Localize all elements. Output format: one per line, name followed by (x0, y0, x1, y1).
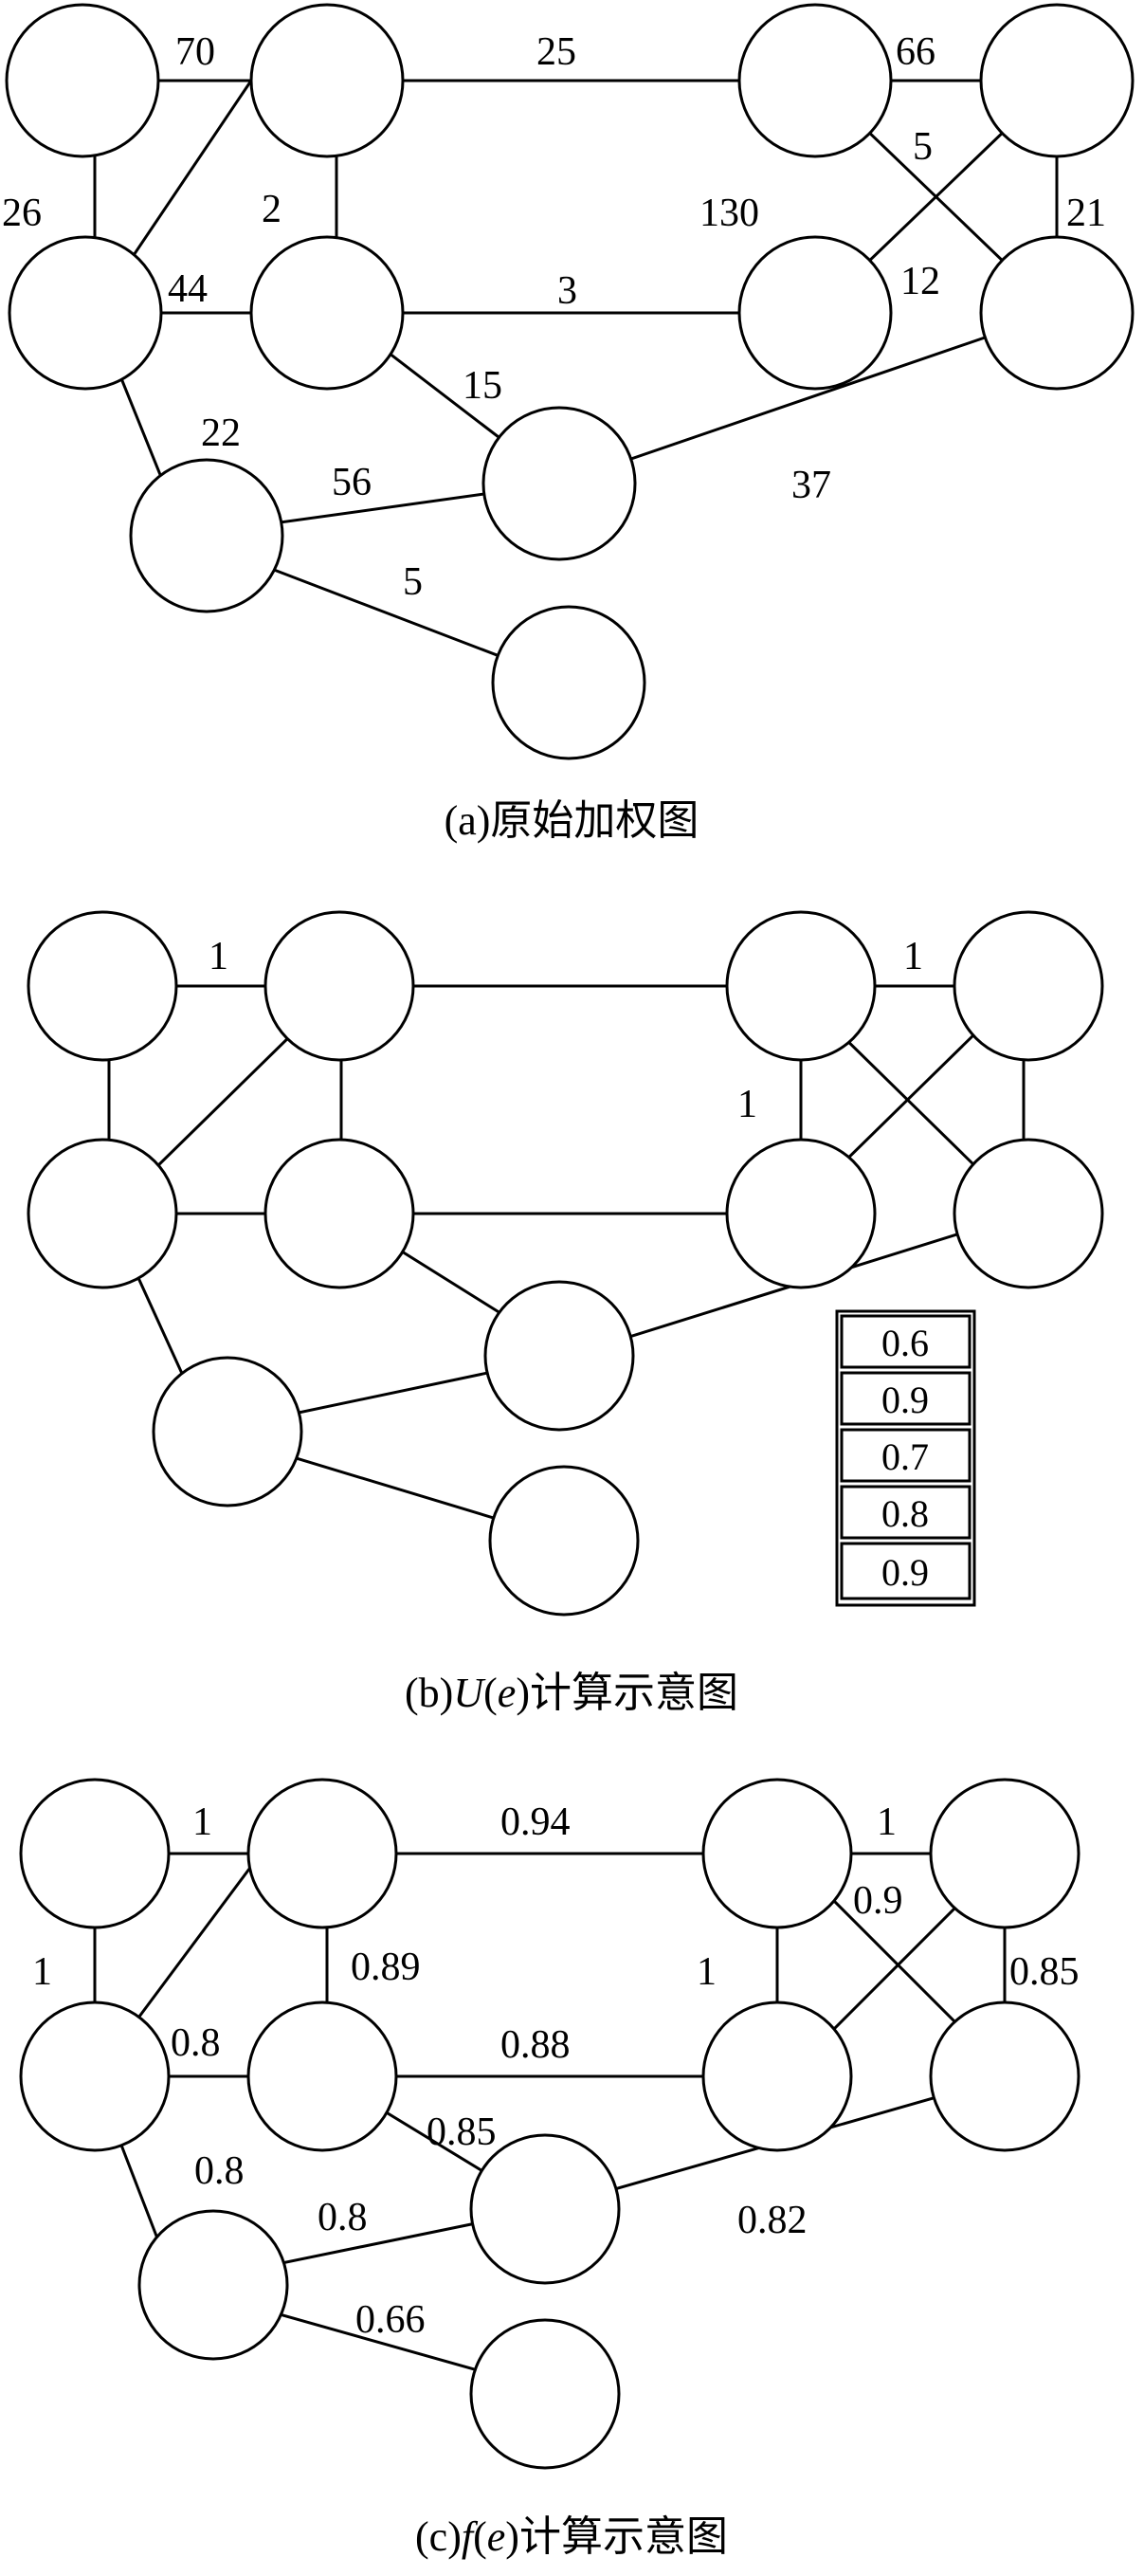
node (483, 1280, 635, 1432)
node (249, 235, 405, 391)
edge-weight-label: 66 (896, 30, 935, 74)
edge-weight-label: 0.85 (427, 2110, 497, 2154)
edge-weight-label: 1 (209, 935, 228, 978)
node (249, 3, 405, 158)
edge-weight-label: 3 (557, 269, 577, 313)
node (246, 2001, 398, 2152)
panel-a: 70 26 2 44 22 15 56 5 25 3 37 66 5 130 1… (2, 3, 1135, 844)
node (481, 406, 637, 561)
node (5, 3, 160, 158)
node (725, 910, 877, 1062)
node (737, 235, 893, 391)
edge-weight-label: 44 (168, 267, 208, 311)
edge-weight-label: 1 (737, 1083, 757, 1126)
edge-weight-label: 26 (2, 192, 42, 235)
edge-weight-label: 21 (1066, 192, 1106, 235)
node (152, 1356, 303, 1507)
node (137, 2209, 289, 2361)
node (701, 1778, 853, 1929)
edge-weight-label: 0.82 (737, 2199, 808, 2242)
table-value: 0.7 (881, 1435, 929, 1478)
weights-c: 1 1 0.89 0.8 0.8 0.85 0.8 0.66 0.94 0.88… (32, 1800, 1080, 2342)
edge-weight-label: 22 (201, 411, 241, 455)
caption-c-close: ) (505, 2513, 519, 2560)
caption-b-suffix: 计算示意图 (530, 1670, 738, 1716)
edge-weight-label: 25 (536, 30, 576, 74)
nodes-c (19, 1778, 1080, 2470)
panel-c: 1 1 0.89 0.8 0.8 0.85 0.8 0.66 0.94 0.88… (19, 1778, 1080, 2560)
table-value: 0.6 (881, 1322, 929, 1364)
node (469, 2318, 621, 2470)
node (725, 1138, 877, 1289)
node (737, 3, 893, 158)
node (488, 1465, 640, 1617)
node (953, 910, 1104, 1062)
node (979, 3, 1135, 158)
caption-b-close: ) (516, 1670, 530, 1716)
caption-c-variable: e (487, 2513, 506, 2560)
edge-weight-label: 0.85 (1009, 1950, 1080, 1994)
edge-weight-label: 130 (699, 192, 759, 235)
caption-b-open: ( (483, 1670, 498, 1716)
caption-b-variable: e (498, 1670, 517, 1716)
node (263, 1138, 415, 1289)
value-table: 0.6 0.9 0.7 0.8 0.9 (835, 1309, 976, 1607)
edge-weight-label: 0.94 (500, 1800, 571, 1844)
edge-weight-label: 0.66 (355, 2298, 426, 2342)
edge-weight-label: 0.8 (171, 2021, 221, 2065)
caption-c-suffix: 计算示意图 (519, 2513, 728, 2560)
edge-weight-label: 1 (697, 1950, 717, 1994)
caption-c-prefix: (c) (415, 2513, 462, 2560)
edge-weight-label: 5 (403, 560, 423, 604)
node (263, 910, 415, 1062)
edge-weight-label: 5 (913, 125, 933, 169)
weights-b: 1 1 1 (209, 935, 923, 1126)
node (979, 235, 1135, 391)
caption-b: (b)U(e)计算示意图 (405, 1670, 738, 1716)
table-value: 0.9 (881, 1551, 929, 1594)
caption-b-symbol: U (453, 1670, 486, 1716)
table-value: 0.8 (881, 1492, 929, 1535)
node (469, 2133, 621, 2285)
edge-weight-label: 15 (463, 364, 502, 408)
edge-weight-label: 0.8 (318, 2196, 368, 2239)
node (929, 2001, 1080, 2152)
edge-weight-label: 56 (332, 461, 372, 504)
node (953, 1138, 1104, 1289)
caption-c-open: ( (473, 2513, 487, 2560)
node (129, 458, 284, 613)
edge-weight-label: 0.89 (351, 1946, 421, 1989)
panel-b: 1 1 1 0.6 0.9 0.7 0.8 0.9 (b)U(e)计算示意图 (27, 910, 1104, 1716)
caption-a: (a)原始加权图 (445, 797, 699, 844)
nodes-a (5, 3, 1135, 760)
edge-weight-label: 12 (900, 260, 940, 303)
caption-b-prefix: (b) (405, 1670, 453, 1716)
edge-weight-label: 70 (175, 30, 215, 74)
table-value: 0.9 (881, 1379, 929, 1421)
node (27, 1138, 178, 1289)
nodes-b (27, 910, 1104, 1617)
node (929, 1778, 1080, 1929)
edge-weight-label: 37 (791, 464, 831, 507)
node (491, 605, 646, 760)
edge-weight-label: 1 (877, 1800, 897, 1844)
edge-weight-label: 0.8 (194, 2149, 245, 2193)
node (19, 1778, 171, 1929)
weights-a: 70 26 2 44 22 15 56 5 25 3 37 66 5 130 1… (2, 30, 1106, 604)
edge-weight-label: 0.9 (853, 1879, 903, 1923)
edge-weight-label: 1 (32, 1950, 52, 1994)
edge-weight-label: 2 (262, 188, 281, 231)
node (27, 910, 178, 1062)
node (246, 1778, 398, 1929)
caption-c: (c)f(e)计算示意图 (415, 2513, 728, 2560)
node (19, 2001, 171, 2152)
node (8, 235, 163, 391)
edge-weight-label: 1 (903, 935, 923, 978)
edge-weight-label: 0.88 (500, 2023, 571, 2067)
node (701, 2001, 853, 2152)
edge-weight-label: 1 (192, 1800, 212, 1844)
